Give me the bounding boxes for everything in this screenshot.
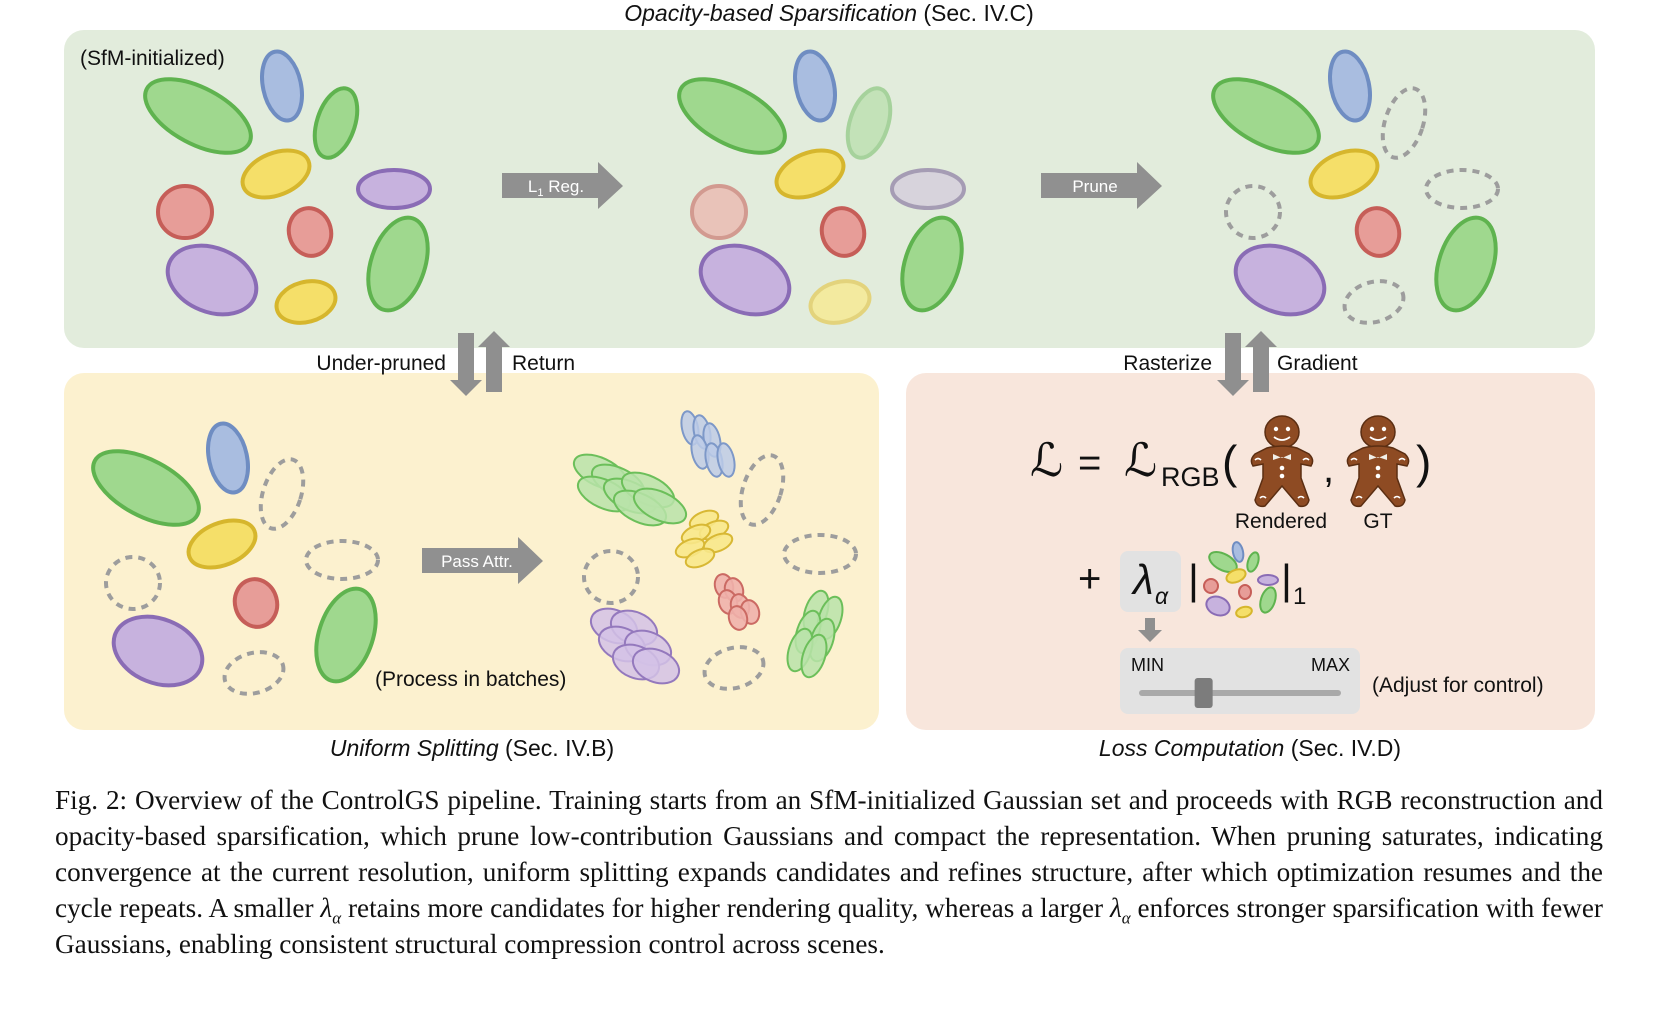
slider-max-label: MAX: [1311, 655, 1350, 675]
l1-reg-arrow: L1 Reg.: [502, 162, 623, 209]
gaussian-set-underpruned: [91, 421, 380, 696]
norm-bar-right: |: [1281, 556, 1292, 603]
loss-title: Loss Computation (Sec. IV.D): [1099, 735, 1401, 761]
slider-box: [1120, 648, 1360, 714]
pass-attr-arrow: Pass Attr.: [422, 537, 543, 584]
svg-text:L1 Reg.: L1 Reg.: [528, 177, 584, 199]
lambda-highlight: [1120, 551, 1181, 612]
gaussian-set-regularized: [677, 49, 966, 325]
svg-text:,: ,: [1323, 447, 1334, 491]
connector-right: Rasterize Gradient: [1123, 331, 1358, 396]
gaussian-set-mini: [1203, 541, 1279, 619]
loss-panel: [906, 373, 1595, 730]
slider-handle[interactable]: [1194, 678, 1213, 708]
svg-text:RGB: RGB: [1161, 462, 1220, 492]
prune-arrow: Prune: [1041, 162, 1162, 209]
norm-subscript: 1: [1293, 583, 1306, 610]
pipeline-figure: Opacity-based Sparsification (Sec. IV.C)…: [64, 0, 1595, 761]
sfm-initialized-label: (SfM-initialized): [80, 47, 225, 70]
sparsification-title: Opacity-based Sparsification (Sec. IV.C): [624, 0, 1034, 26]
svg-text:=: =: [1078, 441, 1101, 485]
splitting-title: Uniform Splitting (Sec. IV.B): [330, 735, 614, 761]
gaussian-set-split: [572, 410, 858, 691]
gaussian-set-initial: [143, 49, 432, 325]
loss-formula: ℒ = ℒ RGB ( , ): [1030, 434, 1431, 492]
norm-bar-left: |: [1188, 556, 1199, 603]
connector-left: Under-pruned Return: [316, 331, 575, 396]
figure-caption: Fig. 2: Overview of the ControlGS pipeli…: [55, 785, 1603, 959]
rendered-label: Rendered: [1235, 510, 1327, 533]
gt-label: GT: [1363, 510, 1392, 533]
lambda-down-arrow: [1138, 618, 1162, 642]
svg-text:(: (: [1222, 436, 1238, 488]
svg-text:ℒ: ℒ: [1124, 434, 1157, 486]
slider-track[interactable]: [1139, 690, 1341, 696]
svg-text:Gradient: Gradient: [1277, 352, 1358, 375]
slider-note: (Adjust for control): [1372, 674, 1544, 697]
svg-text:Prune: Prune: [1072, 177, 1117, 196]
svg-text:Under-pruned: Under-pruned: [316, 352, 446, 375]
lambda-symbol: λ: [1131, 556, 1154, 603]
svg-text:ℒ: ℒ: [1030, 434, 1063, 486]
slider-min-label: MIN: [1131, 655, 1164, 675]
plus-sign: +: [1078, 557, 1101, 601]
svg-text:Pass Attr.: Pass Attr.: [441, 552, 513, 571]
svg-text:Return: Return: [512, 352, 575, 375]
svg-text:Rasterize: Rasterize: [1123, 352, 1212, 375]
lambda-subscript: α: [1155, 583, 1169, 609]
batch-note: (Process in batches): [375, 668, 566, 691]
svg-text:): ): [1416, 436, 1431, 488]
gaussian-set-pruned: [1211, 49, 1500, 325]
